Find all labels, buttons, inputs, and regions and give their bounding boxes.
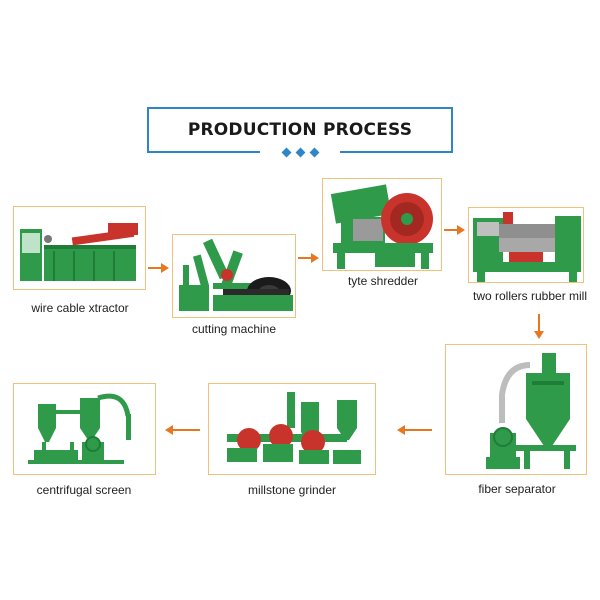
step-card-wire-cable-xtractor — [13, 206, 146, 290]
flow-arrow-right-icon — [298, 253, 319, 263]
flow-arrow-down-icon — [534, 314, 544, 339]
title-decoration — [260, 145, 340, 159]
step-card-cutting-machine — [172, 234, 296, 318]
diamond-icon — [295, 147, 305, 157]
centrifugal-screen-image — [28, 393, 131, 464]
step-card-fiber-separator — [445, 344, 587, 475]
flow-arrow-left-icon — [397, 425, 432, 435]
step-card-millstone-grinder — [208, 383, 376, 475]
step-label: cutting machine — [191, 322, 277, 336]
step-card-centrifugal-screen — [13, 383, 156, 475]
millstone-grinder-image — [227, 392, 361, 464]
page-title: PRODUCTION PROCESS — [187, 120, 413, 140]
rubber-mill-image — [473, 212, 581, 282]
wire-cable-extractor-image — [20, 223, 138, 281]
diamond-icon — [309, 147, 319, 157]
flow-arrow-right-icon — [148, 263, 169, 273]
diamond-icon — [281, 147, 291, 157]
tyre-shredder-image — [330, 184, 433, 269]
flow-arrow-left-icon — [165, 425, 200, 435]
step-card-tyte-shredder — [322, 178, 442, 271]
step-label: two rollers rubber mill — [472, 289, 588, 303]
step-card-two-rollers-rubber-mill — [468, 207, 584, 283]
step-label: wire cable xtractor — [31, 301, 129, 315]
step-label: centrifugal screen — [36, 483, 132, 497]
step-label: tyte shredder — [347, 274, 419, 288]
step-label: millstone grinder — [247, 483, 337, 497]
fiber-separator-image — [486, 353, 576, 469]
step-label: fiber separator — [478, 482, 556, 496]
cutting-machine-image — [179, 238, 293, 311]
flow-arrow-right-icon — [444, 225, 465, 235]
